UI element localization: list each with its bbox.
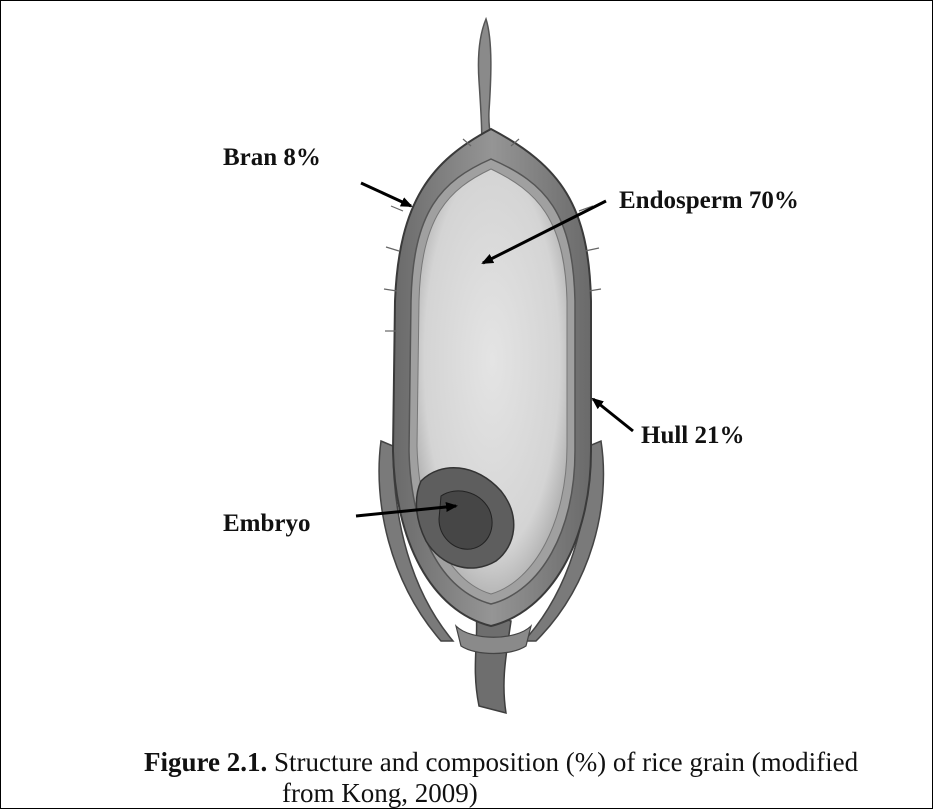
label-bran: Bran 8% xyxy=(223,144,321,171)
figure-caption: Figure 2.1. Structure and composition (%… xyxy=(144,747,904,809)
bran-arrow xyxy=(361,183,411,206)
caption-text-line2: from Kong, 2009) xyxy=(144,778,904,809)
caption-label: Figure 2.1. xyxy=(144,747,267,777)
hull-arrow xyxy=(593,399,633,431)
rice-grain-diagram: Bran 8% Endosperm 70% Hull 21% Embryo xyxy=(1,1,933,741)
label-endosperm: Endosperm 70% xyxy=(619,187,799,214)
caption-text-line1: Structure and composition (%) of rice gr… xyxy=(267,747,858,777)
label-embryo: Embryo xyxy=(223,510,311,537)
label-hull: Hull 21% xyxy=(641,422,745,449)
